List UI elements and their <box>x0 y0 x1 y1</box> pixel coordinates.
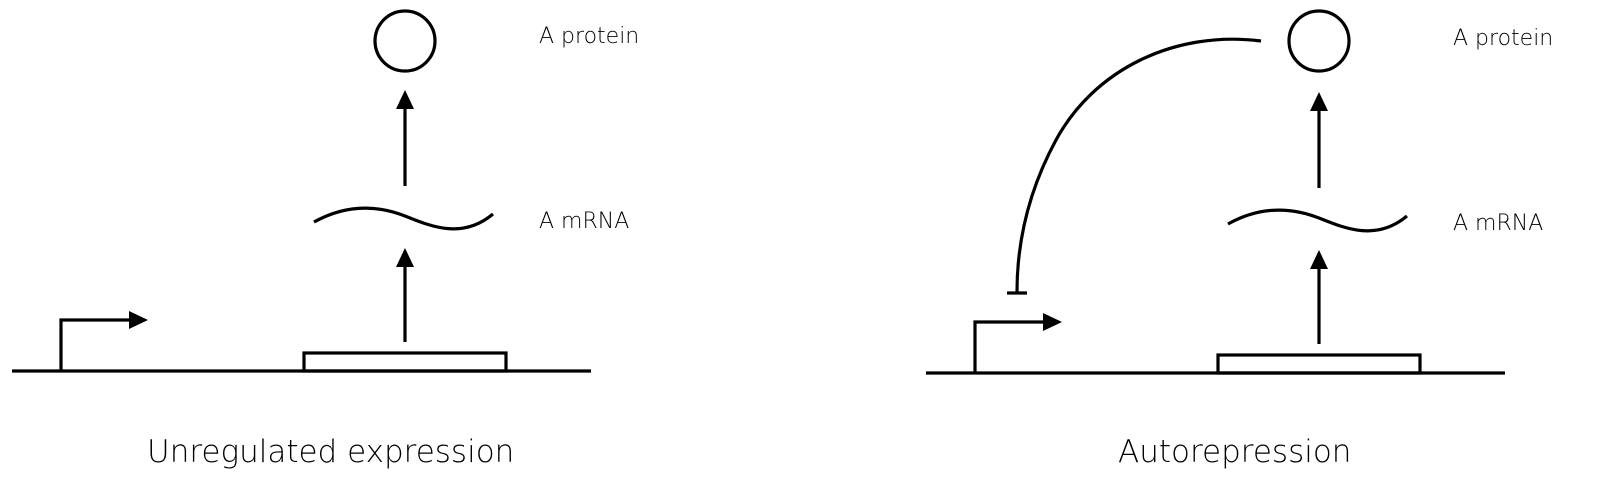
promoter-arrow <box>973 320 1046 373</box>
protein-label: A protein <box>1453 26 1554 51</box>
mrna-label: A mRNA <box>539 209 630 234</box>
repression-arc <box>1015 37 1262 293</box>
translation-arrowhead <box>1310 92 1328 111</box>
panel-caption: Unregulated expression <box>147 434 515 470</box>
panel-caption: Autorepression <box>1118 434 1352 470</box>
protein-circle <box>1287 9 1351 73</box>
transcription-arrowhead <box>1310 250 1328 269</box>
gene-box <box>302 351 508 373</box>
mrna-label: A mRNA <box>1453 211 1544 236</box>
autorepression-diagram <box>926 9 1505 375</box>
promoter-arrowhead <box>1043 313 1062 331</box>
panel-unregulated: A protein A mRNA Unregulated expression <box>0 0 660 488</box>
protein-label: A protein <box>539 24 640 49</box>
mrna-squiggle <box>313 206 495 231</box>
promoter-arrow <box>59 318 132 371</box>
transcription-arrowhead <box>396 248 414 267</box>
gene-box <box>1216 353 1422 375</box>
protein-circle <box>373 9 437 73</box>
promoter-arrowhead <box>129 311 148 329</box>
unregulated-diagram <box>12 9 591 373</box>
mrna-squiggle <box>1227 208 1409 233</box>
translation-arrowhead <box>396 90 414 109</box>
panel-autorepression: A protein A mRNA Autorepression <box>914 0 1574 488</box>
